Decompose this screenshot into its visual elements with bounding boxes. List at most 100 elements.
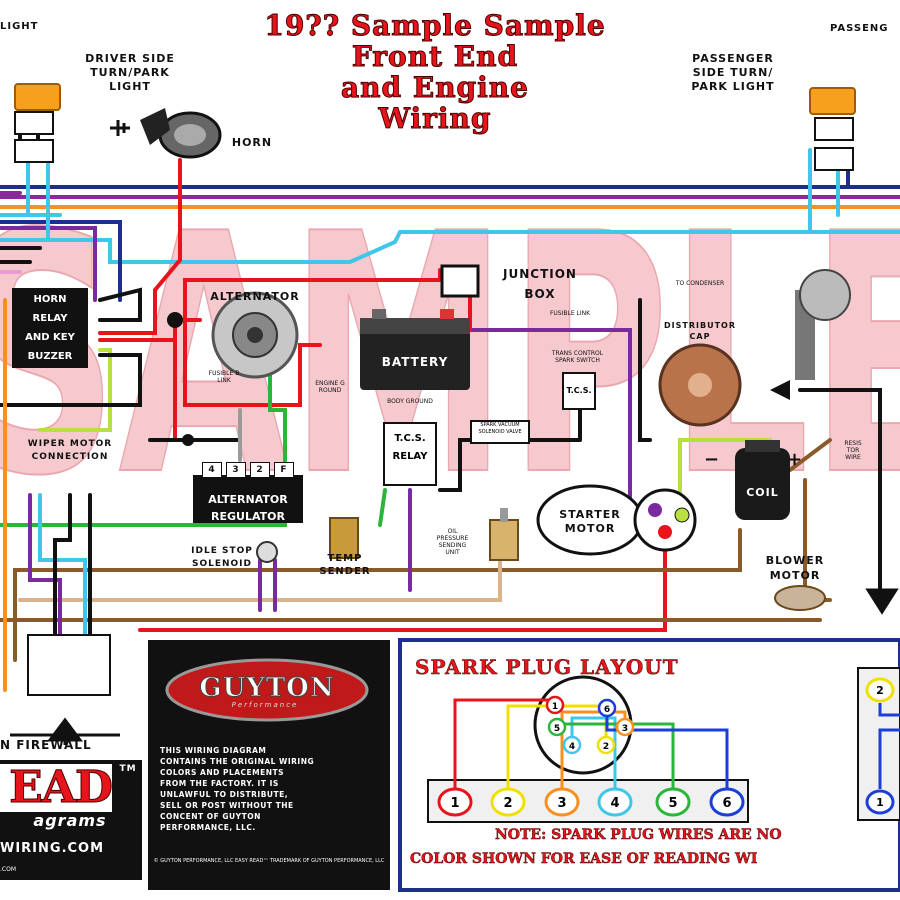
cap-terminal [562, 735, 582, 755]
driver-turn-label: DRIVER SIDE TURN/PARK LIGHT [85, 52, 175, 93]
cap-terminal [596, 735, 616, 755]
spark-plug-right-number: 2 [876, 684, 884, 697]
spark-plug [437, 787, 473, 817]
spark-plug-wire [878, 703, 900, 789]
diagram-title: 19?? Sample Sample Front End and Engine … [210, 9, 660, 135]
battery-label: BATTERY [381, 355, 449, 369]
spark-plug-right [865, 677, 895, 703]
cap-terminal-number: 1 [552, 702, 558, 712]
title-line-3: and Engine [341, 71, 529, 104]
horn-relay-box: HORN RELAY AND KEY BUZZER [12, 288, 88, 368]
passenger-top-label: PASSENG [830, 23, 889, 34]
reg-pin: F [274, 462, 294, 478]
fusible-link-label: FUSIBLE LINK [549, 310, 591, 317]
vacuum-valve-box: SPARK VACUUM SOLENOID VALVE [470, 420, 530, 444]
spark-plug [490, 787, 526, 817]
wire-black-horn [98, 287, 142, 322]
spark-plug-wire [605, 708, 729, 788]
wire-purple-idle [258, 558, 277, 612]
oil-sender-label: OIL PRESSURE SENDING UNIT [436, 528, 469, 556]
wire-red-coil [138, 528, 667, 632]
body-ground-label: BODY GROUND [387, 398, 433, 405]
arrow-down [865, 400, 899, 615]
horn-graphic [110, 108, 222, 159]
cap-terminal [597, 698, 617, 718]
website-text: WIRING.COM [0, 841, 105, 856]
idle-stop-graphic [256, 541, 278, 563]
distributor-cap-label: DISTRIBUTOR CAP [664, 321, 736, 341]
spark-plugs-right: 21 [865, 677, 900, 815]
spark-plug-number: 5 [668, 796, 677, 811]
fusible-b-label: FUSIBLE B LINK [208, 370, 240, 384]
driver-turn-light [14, 83, 61, 163]
spark-plug [655, 787, 691, 817]
diagrams-text: agrams [33, 811, 107, 830]
spark-plug [597, 787, 633, 817]
horn-label: HORN [231, 136, 273, 149]
wire-black-relay [0, 353, 142, 407]
spark-note-1: NOTE: SPARK PLUG WIRES ARE NO [495, 827, 782, 843]
wire-navy-2 [0, 220, 122, 302]
coil-minus: − [703, 449, 721, 470]
wire-black-wiper [53, 493, 92, 642]
spark-plug-right-number: 1 [876, 796, 884, 809]
oil-sender-graphic [489, 508, 519, 561]
spark-plug-number: 1 [450, 796, 459, 811]
title-line-1: 19?? Sample Sample [264, 9, 606, 42]
wire-black-2 [0, 246, 42, 264]
spark-plug [544, 787, 580, 817]
cap-terminal [615, 717, 635, 737]
spark-plug-number: 4 [610, 796, 619, 811]
alt-regulator-box: ALTERNATOR REGULATOR [193, 475, 303, 523]
temp-sender-label: TEMP SENDER [319, 553, 371, 577]
wire-magenta [0, 191, 900, 199]
cap-terminal-number: 3 [622, 724, 628, 734]
spark-note-2: COLOR SHOWN FOR EASE OF READING WI [410, 851, 758, 867]
wire-tan [18, 558, 502, 602]
reg-pin: 2 [250, 462, 270, 478]
guyton-logo-oval [165, 658, 369, 722]
wire-cyan-wiper [38, 493, 87, 642]
firewall-arrow [10, 717, 120, 745]
spark-plug-number: 2 [503, 796, 512, 811]
starter-post [633, 488, 697, 552]
tcs-relay-box: T.C.S. RELAY [383, 422, 437, 486]
spark-plug-bar [427, 779, 749, 823]
reg-pin: 3 [226, 462, 246, 478]
copyright-footer: © GUYTON PERFORMANCE, LLC EASY READ™ TRA… [153, 858, 385, 864]
firewall-label: N FIREWALL [0, 738, 92, 752]
resistor-wire-label: RESISTOR WIRE [844, 440, 862, 461]
wire-red-horn [98, 158, 182, 335]
spark-panel [398, 638, 900, 892]
coil-plus: + [786, 449, 804, 470]
spark-plug [709, 787, 745, 817]
wire-lime [38, 348, 112, 432]
spark-layout-title: SPARK PLUG LAYOUT [415, 655, 679, 680]
trans-switch-label: TRANS CONTROL SPARK SWITCH [551, 350, 604, 364]
passenger-turn-label: PASSENGER SIDE TURN/ PARK LIGHT [691, 52, 775, 93]
website-small: .COM [0, 866, 16, 873]
junction-box [440, 264, 480, 298]
starter-label: STARTER MOTOR [559, 508, 621, 535]
wiper-label: WIPER MOTOR CONNECTION [27, 439, 113, 462]
cap-terminal-number: 4 [569, 742, 575, 752]
cap-terminal-number: 2 [603, 742, 609, 752]
copyright-notice: THIS WIRING DIAGRAM CONTAINS THE ORIGINA… [160, 746, 315, 832]
cap-terminal [547, 717, 567, 737]
cap-terminal-number: 6 [604, 705, 610, 715]
spark-plug-number: 6 [722, 796, 731, 811]
distributor-graphic [795, 269, 851, 380]
guyton-performance: Performance [231, 701, 299, 709]
tcs-switch: T.C.S. [562, 372, 596, 410]
arrow-left [770, 380, 790, 400]
regulator-pins: 4 3 2 F [200, 462, 296, 478]
wire-purple-wiper [28, 493, 62, 642]
wiper-bottom-box [27, 634, 111, 696]
spark-plug-number: 3 [557, 796, 566, 811]
wire-purple [0, 226, 632, 512]
cap-terminal [545, 695, 565, 715]
wire-black-coil [638, 298, 652, 442]
